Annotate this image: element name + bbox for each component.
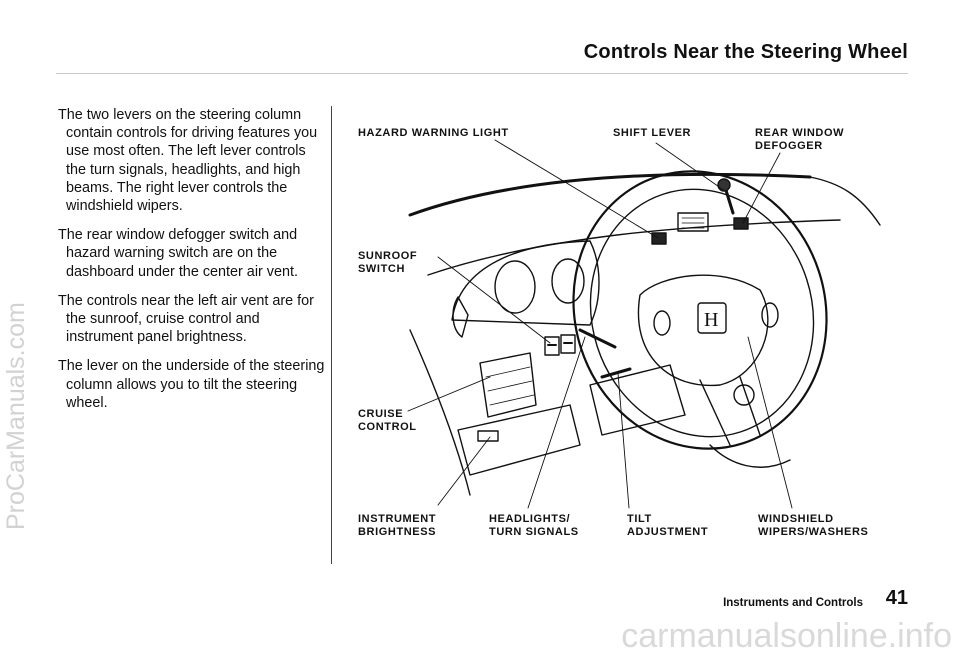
wheel-spoke-lower — [699, 376, 761, 446]
shift-knob — [717, 178, 731, 192]
center-vent — [677, 212, 709, 232]
hazard-switch — [651, 232, 667, 245]
defogger-switch — [733, 217, 749, 230]
gauge-left — [494, 260, 536, 314]
body-text: The two levers on the steering column co… — [58, 106, 328, 423]
page-title: Controls Near the Steering Wheel — [583, 41, 908, 63]
lower-switch — [733, 384, 755, 406]
column-divider — [331, 106, 332, 564]
hub-button-left — [653, 310, 671, 336]
page-number: 41 — [885, 587, 908, 609]
callout-cruise-control: CRUISE CONTROL — [358, 408, 417, 433]
headlight-lever — [578, 328, 617, 349]
tilt-lever — [600, 367, 632, 379]
footer-section-name: Instruments and Controls — [723, 597, 863, 609]
callout-rear-defogger: REAR WINDOW DEFOGGER — [755, 127, 845, 152]
steering-column — [589, 364, 686, 436]
upper-left-vent — [452, 296, 469, 338]
callout-hazard-warning: HAZARD WARNING LIGHT — [358, 127, 509, 139]
dash-front-edge — [427, 219, 841, 276]
instrument-binnacle — [451, 240, 600, 326]
callout-headlights-turn-signals: HEADLIGHTS/ TURN SIGNALS — [489, 513, 579, 538]
door-edge — [409, 329, 471, 496]
callout-windshield-wipers: WINDSHIELD WIPERS/WASHERS — [758, 513, 869, 538]
callout-tilt-adjustment: TILT ADJUSTMENT — [627, 513, 709, 538]
shift-lever — [723, 185, 735, 215]
dash-top-edge — [408, 172, 812, 217]
paragraph-air-vent-controls: The controls near the left air vent are … — [58, 292, 314, 346]
gauge-right — [551, 258, 585, 304]
watermark-side: ProCarManuals.com — [2, 302, 30, 530]
dash-right-edge — [809, 176, 881, 226]
steering-hub — [637, 274, 769, 387]
paragraph-tilt-lever: The lever on the underside of the steeri… — [58, 358, 325, 411]
title-divider — [56, 73, 908, 74]
hub-button-right — [761, 302, 779, 328]
paragraph-defogger: The rear window defogger switch and haza… — [58, 227, 298, 280]
dashboard-illustration: H — [340, 115, 900, 550]
leader-lines — [407, 139, 793, 509]
honda-logo: H — [704, 309, 718, 331]
callout-sunroof-switch: SUNROOF SWITCH — [358, 250, 418, 275]
callout-shift-lever: SHIFT LEVER — [613, 127, 692, 139]
paragraph-levers: The two levers on the steering column co… — [58, 107, 318, 215]
dashboard-drawing: H — [407, 139, 881, 509]
left-lower-vent — [479, 352, 537, 418]
lower-left-panel — [457, 404, 581, 476]
steering-wheel-rim-inner — [589, 188, 815, 438]
callout-instrument-brightness: INSTRUMENT BRIGHTNESS — [358, 513, 437, 538]
watermark-bottom: carmanualsonline.info — [621, 617, 952, 655]
brightness-control — [477, 430, 499, 442]
honda-logo-plate — [697, 302, 727, 334]
